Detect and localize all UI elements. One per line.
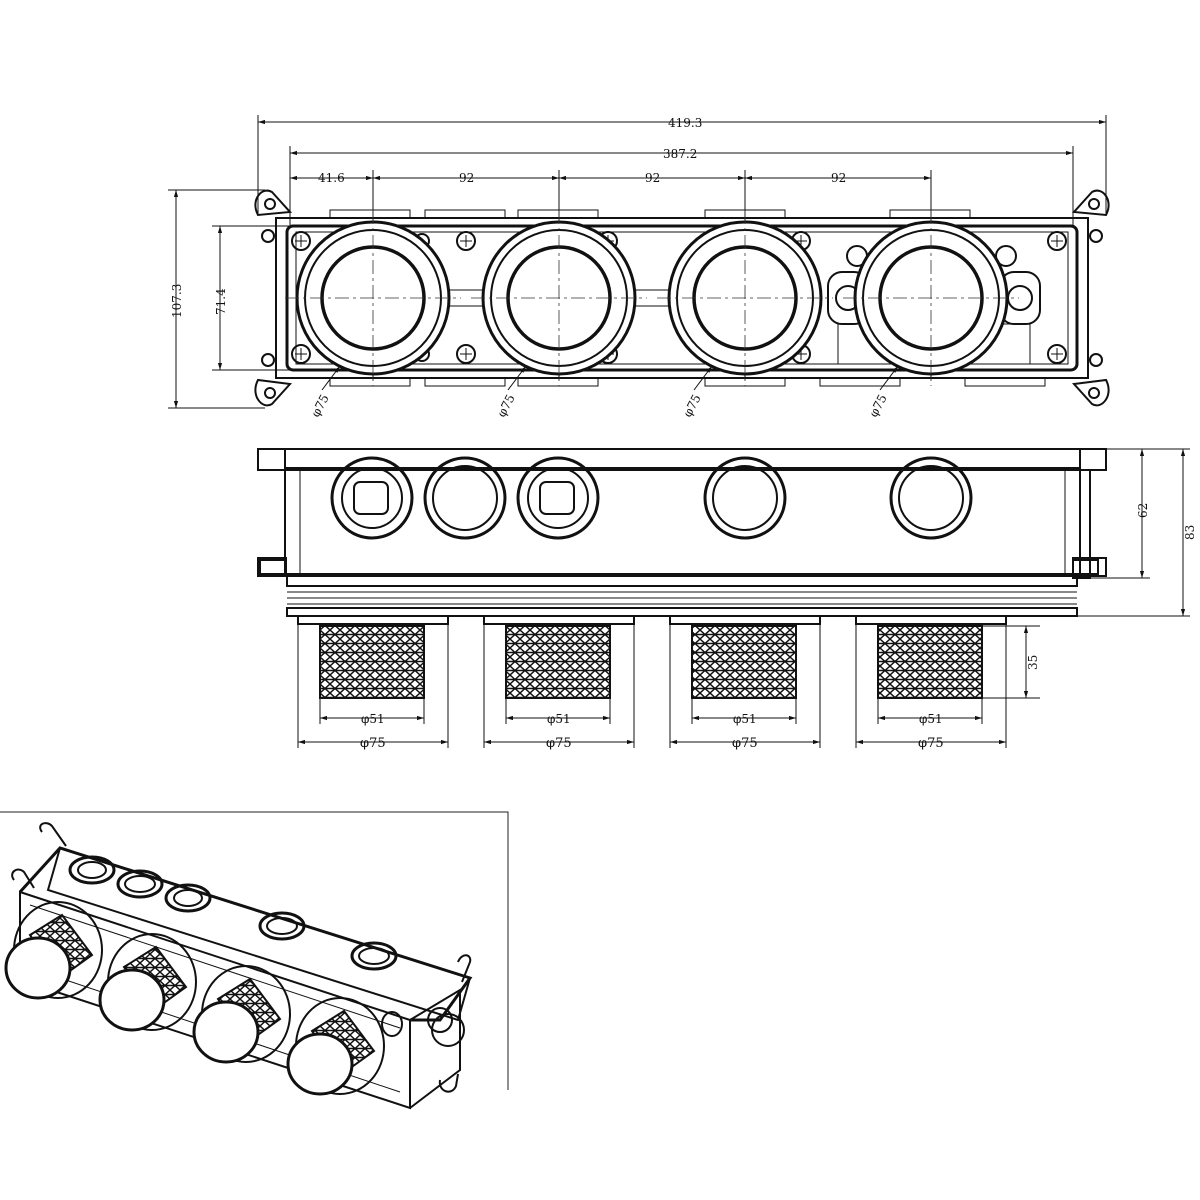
knob-diameter-label-2: φ75 <box>494 392 517 419</box>
dim-inner-width-label: 387.2 <box>663 147 697 161</box>
dim-spacing-label-1: 92 <box>459 171 474 185</box>
dim-body-height-label: 62 <box>1136 503 1150 518</box>
port-icon <box>889 456 973 540</box>
dim-total-height-label: 83 <box>1183 525 1197 540</box>
knob-top-2 <box>471 210 647 386</box>
screw-icon <box>456 344 476 364</box>
knob-inner-diameter-label-1: φ51 <box>361 712 385 726</box>
knob-inner-diameter-label-4: φ51 <box>919 712 943 726</box>
port-icon <box>516 456 600 540</box>
knob-side-3 <box>669 615 821 699</box>
knob-top-1 <box>285 210 461 386</box>
side-ports <box>330 456 973 540</box>
knob-side-1 <box>297 615 449 699</box>
knob-outer-diameter-label-4: φ75 <box>918 736 944 751</box>
dim-knob-diameters: φ51 φ75 φ51 φ75 φ51 φ75 φ51 φ75 <box>297 624 1007 751</box>
screw-icon <box>456 231 476 251</box>
iso-body <box>11 822 473 1110</box>
port-icon <box>68 855 116 885</box>
knob-diameter-label-3: φ75 <box>680 392 703 419</box>
dim-knob-length: 35 <box>982 625 1040 699</box>
knob-iso-3 <box>192 965 291 1064</box>
dim-overall-width: 419.3 <box>257 115 1107 215</box>
knob-top-3 <box>657 210 833 386</box>
top-knobs <box>285 210 1019 386</box>
knob-inner-diameter-label-2: φ51 <box>547 712 571 726</box>
dim-overall-width-label: 419.3 <box>668 116 702 130</box>
dim-spacing-label-2: 92 <box>645 171 660 185</box>
knob-outer-diameter-label-2: φ75 <box>546 736 572 751</box>
knob-iso-1 <box>4 901 103 1000</box>
knob-top-4 <box>843 210 1019 386</box>
side-view: 62 83 <box>257 448 1197 751</box>
port-icon <box>703 456 787 540</box>
knob-outer-diameter-label-1: φ75 <box>360 736 386 751</box>
dim-side-heights: 62 83 <box>1077 448 1197 617</box>
iso-knobs <box>4 901 403 1096</box>
dim-knob-length-label: 35 <box>1026 655 1040 670</box>
top-view: 419.3 387.2 41.6 92 92 92 <box>168 115 1110 419</box>
dim-inner-height-label: 71.4 <box>214 288 228 315</box>
dim-inner-width: 387.2 <box>289 146 1074 225</box>
port-icon <box>116 869 164 899</box>
dim-spacing-label-3: 92 <box>831 171 846 185</box>
mounting-ears <box>254 189 1110 407</box>
port-icon <box>350 941 398 971</box>
port-icon <box>330 456 414 540</box>
knob-inner-diameter-label-3: φ51 <box>733 712 757 726</box>
knob-diameter-leaders: φ75 φ75 φ75 φ75 <box>308 365 899 419</box>
screw-icon <box>291 344 311 364</box>
screw-icon <box>1047 344 1067 364</box>
port-icon <box>423 456 507 540</box>
dim-overall-height-label: 107.3 <box>170 284 184 318</box>
side-knobs <box>297 615 1007 699</box>
knob-diameter-label-4: φ75 <box>866 392 889 419</box>
port-icon <box>258 911 306 941</box>
port-icon <box>164 883 212 913</box>
knob-iso-4 <box>286 997 385 1096</box>
iso-frame <box>0 811 509 1090</box>
dim-heights: 107.3 71.4 <box>168 189 300 409</box>
screw-icon <box>291 231 311 251</box>
screw-icon <box>1047 231 1067 251</box>
knob-side-2 <box>483 615 635 699</box>
screw-icon <box>381 1011 403 1037</box>
knob-iso-2 <box>98 933 197 1032</box>
iso-ports <box>68 855 398 971</box>
knob-outer-diameter-label-3: φ75 <box>732 736 758 751</box>
knob-diameter-label-1: φ75 <box>308 392 331 419</box>
dim-first-offset-label: 41.6 <box>318 171 345 185</box>
knob-side-4 <box>855 615 1007 699</box>
isometric-view <box>0 811 509 1110</box>
